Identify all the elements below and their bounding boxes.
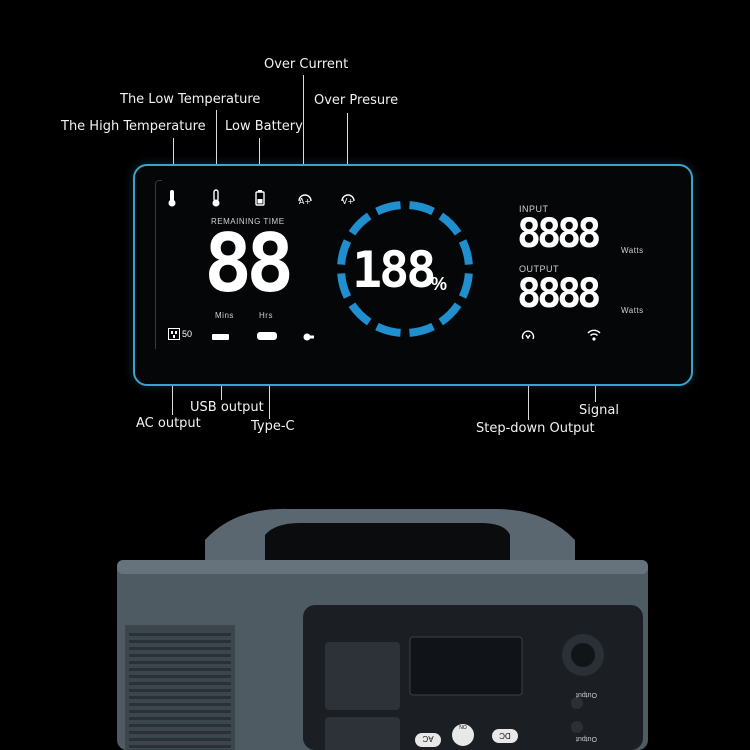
leader-line-over-pressure bbox=[347, 113, 348, 185]
power-button bbox=[452, 724, 474, 746]
ac-frequency-text: 50 bbox=[182, 329, 193, 339]
callout-over-current: Over Current bbox=[264, 57, 349, 72]
vent-slot bbox=[129, 668, 231, 671]
leader-line-over-current bbox=[303, 75, 304, 183]
leader-line-low-temperature bbox=[216, 110, 217, 185]
ring-segment bbox=[375, 201, 401, 216]
high-temperature-icon bbox=[168, 190, 176, 207]
vent-slot bbox=[129, 661, 231, 664]
usb-output-icon bbox=[212, 334, 229, 340]
ac-output-icon: 50 bbox=[168, 328, 192, 340]
battery-percentage-digits: 188 bbox=[352, 241, 436, 299]
ring-segment bbox=[409, 322, 435, 337]
lcd-left-bracket bbox=[155, 180, 162, 349]
dc-button-label: DC bbox=[499, 731, 511, 740]
device-lcd-screen bbox=[409, 636, 523, 696]
power-station-device: Output Output AC ON DC bbox=[117, 508, 648, 750]
ring-segment bbox=[348, 302, 372, 326]
input-label: INPUT bbox=[519, 204, 549, 214]
remaining-time-label: REMAINING TIME bbox=[211, 217, 285, 226]
vent-slot bbox=[129, 724, 231, 727]
callout-signal: Signal bbox=[579, 403, 619, 418]
svg-text:A+: A+ bbox=[299, 197, 311, 206]
vent-slot bbox=[129, 633, 231, 636]
output-label: OUTPUT bbox=[519, 264, 559, 274]
device-output-label-2: Output bbox=[576, 735, 597, 742]
svg-text:V+: V+ bbox=[342, 197, 354, 206]
type-c-icon bbox=[257, 332, 277, 340]
ring-segment bbox=[337, 239, 352, 265]
ring-segment bbox=[458, 239, 473, 265]
vent-slot bbox=[129, 717, 231, 720]
vent-slot bbox=[129, 689, 231, 692]
dc-button bbox=[492, 729, 518, 743]
ac-button-label: AC bbox=[422, 734, 433, 743]
vent-slot bbox=[129, 640, 231, 643]
callout-ac-output: AC output bbox=[136, 416, 201, 431]
ring-segment bbox=[409, 201, 435, 216]
leader-line-high-temperature bbox=[173, 138, 174, 184]
hrs-label: Hrs bbox=[259, 311, 273, 320]
over-pressure-icon: V+ bbox=[341, 194, 355, 206]
vent-slot bbox=[129, 745, 231, 748]
over-current-icon: A+ bbox=[298, 194, 312, 206]
lcd-display-panel: A+ V+ REMAINING TIME 88 Mins Hrs 50 188 … bbox=[133, 164, 693, 386]
callout-over-pressure: Over Presure bbox=[314, 93, 399, 108]
callout-low-battery: Low Battery bbox=[225, 119, 303, 134]
ac-socket-1 bbox=[325, 642, 400, 710]
low-temperature-icon bbox=[212, 189, 220, 207]
device-output-label-1: Output bbox=[576, 691, 597, 698]
dc-port-1 bbox=[571, 697, 583, 709]
remaining-time-digits: 88 bbox=[204, 217, 294, 310]
vent-slot bbox=[129, 647, 231, 650]
callout-usb-output: USB output bbox=[190, 400, 264, 415]
vent-slot bbox=[129, 696, 231, 699]
power-button-label: ON bbox=[459, 723, 467, 729]
vent-slot bbox=[129, 738, 231, 741]
ac-button bbox=[415, 733, 441, 747]
signal-icon bbox=[587, 329, 601, 341]
vent-slot bbox=[129, 682, 231, 685]
output-watts-digits: 8888 bbox=[517, 271, 601, 317]
callout-high-temperature: The High Temperature bbox=[61, 119, 206, 134]
ring-segment bbox=[348, 212, 372, 236]
device-top-ledge bbox=[117, 560, 648, 574]
step-down-output-icon bbox=[521, 330, 535, 340]
vent-slot bbox=[129, 675, 231, 678]
ring-segment bbox=[337, 273, 352, 299]
mins-label: Mins bbox=[215, 311, 234, 320]
callout-type-c: Type-C bbox=[251, 419, 295, 434]
handle-opening bbox=[265, 523, 510, 560]
low-battery-icon bbox=[255, 190, 265, 206]
leader-line-low-battery bbox=[259, 138, 260, 184]
vent-slot bbox=[129, 710, 231, 713]
callout-step-down-output: Step-down Output bbox=[476, 421, 595, 436]
input-watts-digits: 8888 bbox=[517, 211, 601, 257]
dc-port-2 bbox=[571, 721, 583, 733]
car-plug-icon bbox=[303, 333, 314, 341]
ac-socket-icon bbox=[168, 328, 180, 340]
ring-segment bbox=[458, 273, 473, 299]
ring-segment bbox=[438, 302, 462, 326]
side-vent-grille bbox=[125, 625, 235, 750]
percent-sign: % bbox=[431, 274, 448, 294]
input-unit: Watts bbox=[621, 246, 644, 255]
ac-socket-2 bbox=[325, 717, 400, 750]
vent-slot bbox=[129, 654, 231, 657]
output-unit: Watts bbox=[621, 306, 644, 315]
battery-percentage-ring bbox=[337, 201, 473, 337]
vent-slot bbox=[129, 731, 231, 734]
ring-segment bbox=[438, 212, 462, 236]
callout-low-temperature: The Low Temperature bbox=[120, 92, 261, 107]
leader-line-ac-output bbox=[172, 360, 173, 415]
ring-segment bbox=[375, 322, 401, 337]
vent-slot bbox=[129, 703, 231, 706]
